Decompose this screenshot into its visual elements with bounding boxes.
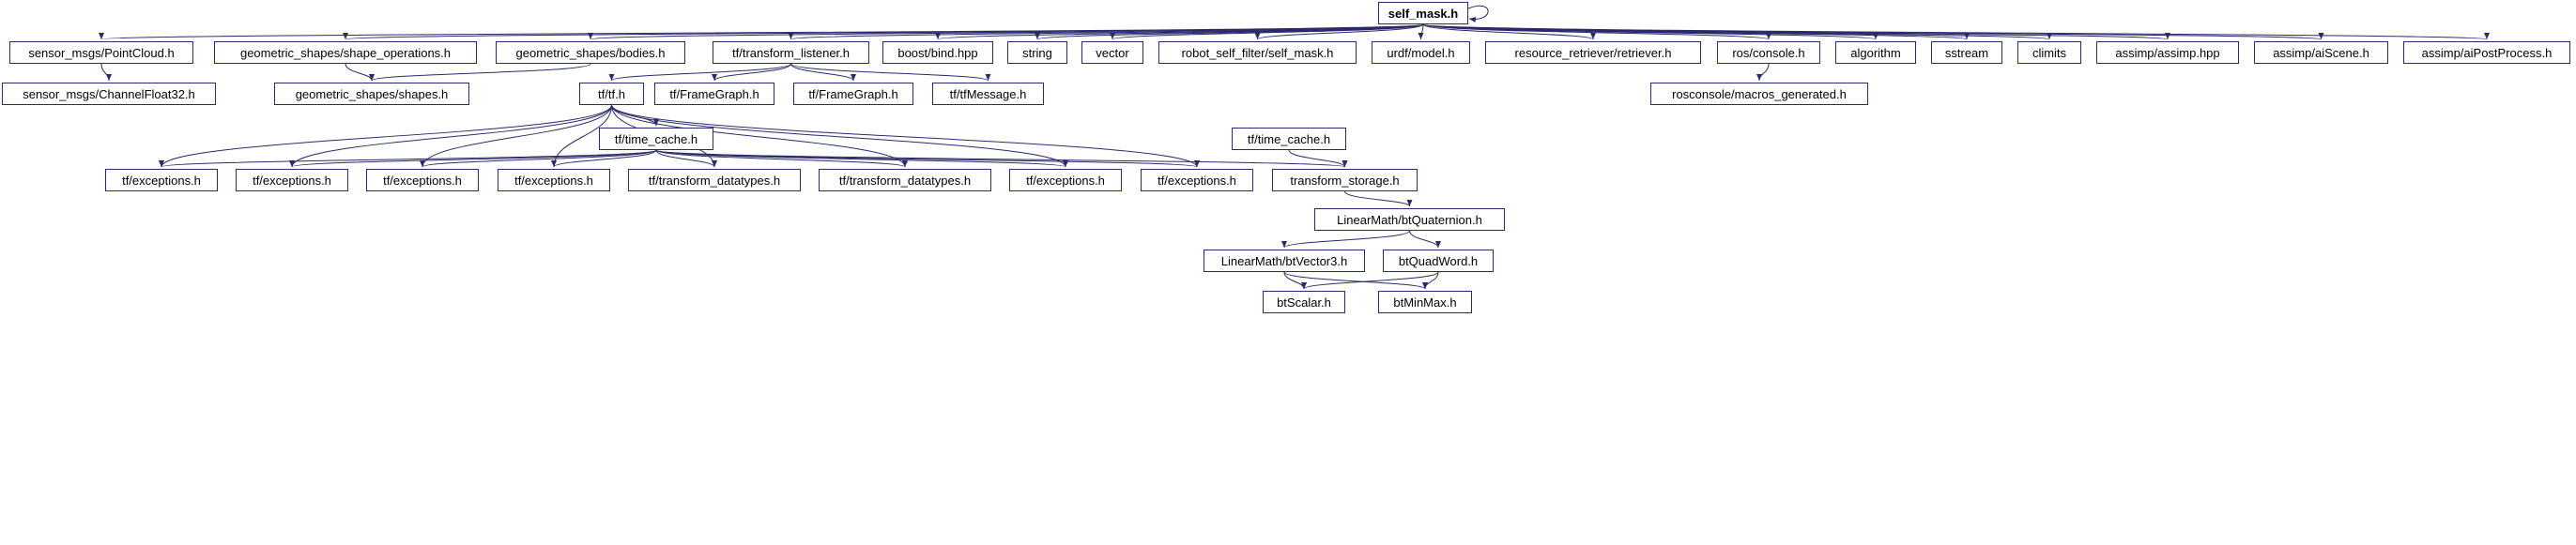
graph-node[interactable]: geometric_shapes/bodies.h: [496, 41, 685, 64]
graph-edge: [1467, 5, 1489, 23]
graph-edge: [1283, 271, 1428, 290]
graph-node[interactable]: btScalar.h: [1263, 291, 1345, 313]
graph-node[interactable]: tf/transform_listener.h: [713, 41, 869, 64]
graph-node[interactable]: tf/FrameGraph.h: [793, 83, 913, 105]
graph-node[interactable]: assimp/assimp.hpp: [2096, 41, 2239, 64]
graph-node[interactable]: tf/tfMessage.h: [932, 83, 1044, 105]
graph-node[interactable]: LinearMath/btVector3.h: [1204, 250, 1365, 272]
graph-edge: [1422, 23, 2323, 40]
graph-edge: [344, 23, 1424, 40]
graph-edge: [1756, 63, 1770, 82]
graph-edge: [1422, 23, 1596, 40]
graph-edge: [1283, 271, 1307, 290]
graph-node[interactable]: tf/FrameGraph.h: [654, 83, 774, 105]
graph-edge: [1281, 230, 1410, 249]
graph-edge: [100, 63, 112, 82]
graph-node[interactable]: robot_self_filter/self_mask.h: [1158, 41, 1357, 64]
graph-node[interactable]: btQuadWord.h: [1383, 250, 1494, 272]
graph-edge: [345, 63, 375, 82]
graph-edge: [789, 23, 1424, 40]
graph-edge: [655, 149, 717, 168]
graph-node[interactable]: boost/bind.hpp: [882, 41, 993, 64]
graph-edge: [1422, 23, 2052, 40]
graph-edge: [420, 149, 657, 168]
graph-node[interactable]: tf/exceptions.h: [366, 169, 479, 191]
graph-edge: [655, 149, 1347, 168]
graph-edge: [1110, 23, 1424, 40]
graph-edge: [369, 63, 591, 82]
graph-edge: [1035, 23, 1424, 40]
graph-node[interactable]: algorithm: [1835, 41, 1916, 64]
graph-node[interactable]: tf/time_cache.h: [1232, 128, 1346, 150]
graph-edge: [1344, 190, 1413, 207]
graph-node[interactable]: tf/exceptions.h: [498, 169, 610, 191]
graph-edge: [790, 63, 991, 82]
graph-node[interactable]: tf/transform_datatypes.h: [628, 169, 801, 191]
graph-edge: [1409, 230, 1441, 249]
graph-edge: [159, 149, 657, 168]
graph-edge: [551, 149, 657, 168]
graph-edge: [1422, 271, 1439, 290]
graph-edge: [1288, 149, 1348, 168]
graph-node[interactable]: assimp/aiScene.h: [2254, 41, 2388, 64]
graph-edge: [1422, 23, 1970, 40]
graph-node[interactable]: geometric_shapes/shapes.h: [274, 83, 469, 105]
graph-node[interactable]: sstream: [1931, 41, 2002, 64]
graph-edge: [935, 23, 1424, 40]
graph-node[interactable]: btMinMax.h: [1378, 291, 1472, 313]
graph-node[interactable]: LinearMath/btQuaternion.h: [1314, 208, 1505, 231]
graph-edge: [100, 23, 1424, 40]
graph-node[interactable]: tf/exceptions.h: [105, 169, 218, 191]
graph-node[interactable]: rosconsole/macros_generated.h: [1650, 83, 1868, 105]
graph-node[interactable]: ros/console.h: [1717, 41, 1820, 64]
graph-edge: [289, 104, 612, 168]
graph-edge: [655, 149, 908, 168]
graph-edge: [655, 149, 1068, 168]
graph-node[interactable]: climits: [2017, 41, 2081, 64]
graph-edge: [1301, 271, 1439, 290]
graph-edge: [611, 104, 659, 127]
graph-edge: [712, 63, 791, 82]
graph-edge: [420, 104, 612, 168]
graph-edge: [1422, 23, 2170, 40]
graph-edge: [1422, 23, 2489, 40]
graph-node[interactable]: resource_retriever/retriever.h: [1485, 41, 1701, 64]
graph-node[interactable]: self_mask.h: [1378, 2, 1468, 24]
graph-edge: [1254, 23, 1424, 40]
graph-edge: [790, 63, 856, 82]
graph-edge: [1422, 23, 1771, 40]
graph-edge: [608, 63, 791, 82]
graph-node[interactable]: geometric_shapes/shape_operations.h: [214, 41, 477, 64]
graph-edge: [289, 149, 657, 168]
graph-node[interactable]: tf/time_cache.h: [599, 128, 713, 150]
graph-edge: [1422, 23, 1878, 40]
graph-node[interactable]: string: [1007, 41, 1067, 64]
graph-node[interactable]: transform_storage.h: [1272, 169, 1418, 191]
graph-node[interactable]: tf/exceptions.h: [1009, 169, 1122, 191]
graph-edge: [1418, 23, 1424, 40]
graph-node[interactable]: sensor_msgs/PointCloud.h: [9, 41, 193, 64]
graph-node[interactable]: sensor_msgs/ChannelFloat32.h: [2, 83, 216, 105]
graph-node[interactable]: tf/exceptions.h: [236, 169, 348, 191]
graph-node[interactable]: urdf/model.h: [1372, 41, 1470, 64]
graph-edge: [588, 23, 1424, 40]
graph-edge: [655, 149, 1200, 168]
graph-edge: [159, 104, 612, 168]
graph-node[interactable]: vector: [1081, 41, 1143, 64]
graph-node[interactable]: assimp/aiPostProcess.h: [2403, 41, 2570, 64]
graph-node[interactable]: tf/tf.h: [579, 83, 644, 105]
graph-node[interactable]: tf/exceptions.h: [1141, 169, 1253, 191]
graph-node[interactable]: tf/transform_datatypes.h: [819, 169, 991, 191]
